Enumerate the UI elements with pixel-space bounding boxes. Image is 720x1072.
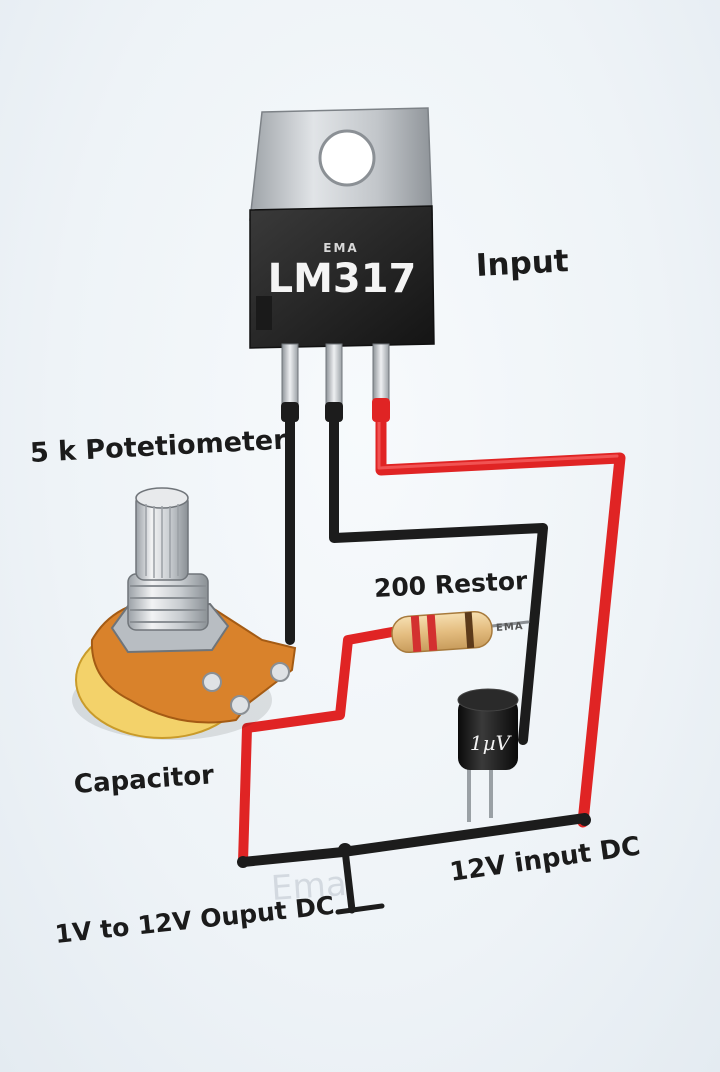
red-resistor-wire xyxy=(238,627,397,867)
mounting-hole xyxy=(318,129,376,187)
regulator-part: LM317 xyxy=(268,256,417,302)
pot-terminal-left xyxy=(230,695,250,715)
node-output-left xyxy=(237,856,249,868)
pot-terminal-mid xyxy=(202,672,222,692)
resistor-band-3 xyxy=(464,611,475,649)
pin-output xyxy=(325,343,343,409)
capacitor-lead-right xyxy=(489,762,493,818)
pin-adjust xyxy=(281,343,299,409)
lm317-regulator: EMA LM317 xyxy=(249,107,435,422)
resistor-band-2 xyxy=(426,614,438,651)
pot-knob-ridges xyxy=(145,504,179,578)
watermark: Ema xyxy=(270,864,348,909)
ground-bar xyxy=(335,903,385,915)
body-notch xyxy=(256,296,272,330)
resistor: EMA xyxy=(391,610,524,654)
pot-knob-top xyxy=(135,487,189,509)
sleeve-adjust xyxy=(281,402,299,422)
capacitor-lead-left xyxy=(467,762,471,822)
resistor-band-1 xyxy=(410,615,422,653)
ground-stub xyxy=(341,846,356,914)
pot-terminal-right xyxy=(270,662,290,682)
red-input-wire xyxy=(375,399,626,828)
capacitor-top xyxy=(457,688,519,712)
input-label: Input xyxy=(475,243,570,284)
potentiometer xyxy=(72,487,297,740)
sleeve-output xyxy=(325,402,343,422)
capacitor-body xyxy=(458,698,518,770)
regulator-body xyxy=(249,205,435,349)
resistor-body xyxy=(391,610,493,654)
node-input-right xyxy=(579,814,591,826)
black-output-wire xyxy=(329,400,548,745)
sleeve-input xyxy=(372,398,390,422)
capacitor: 1µV xyxy=(457,688,519,822)
node-ground xyxy=(338,843,352,857)
resistor-brand: EMA xyxy=(496,621,524,634)
resistor-lead-right xyxy=(490,620,530,628)
red-input-wire-highlight xyxy=(377,403,619,470)
regulator-brand: EMA xyxy=(323,241,358,255)
pot-thread-lines xyxy=(130,585,206,623)
wires xyxy=(237,399,626,915)
capacitor-value: 1µV xyxy=(470,731,513,755)
